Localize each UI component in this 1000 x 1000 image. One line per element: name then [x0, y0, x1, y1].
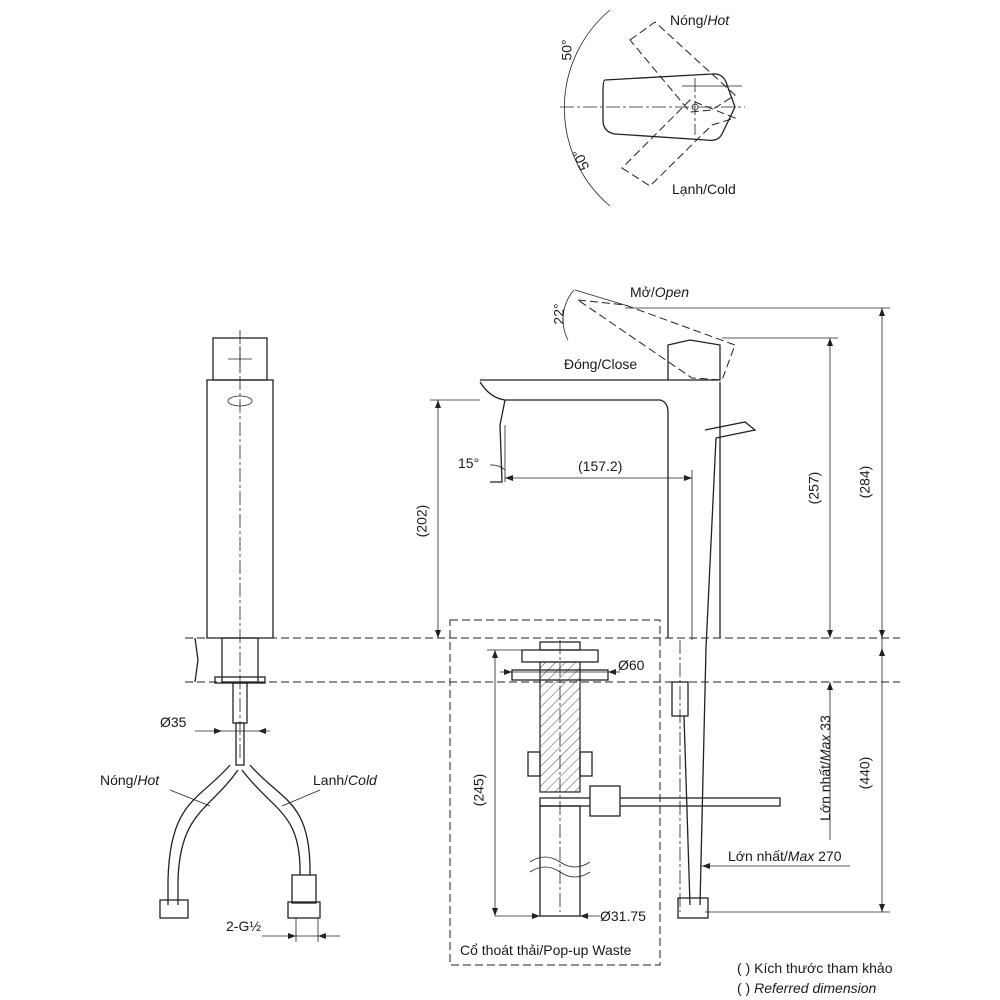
label-angle-hot: 50° [558, 39, 575, 61]
hose-hot-outer [167, 764, 231, 905]
dim-total-height: (284) [856, 465, 873, 499]
legend-line-2: ( ) Referred dimension [737, 980, 876, 996]
legend-mark-2: ( ) [737, 980, 751, 996]
legend-mark-1: ( ) [737, 960, 751, 976]
hose-cold-outer [249, 764, 311, 890]
legend-text-2: Referred dimension [754, 980, 877, 996]
top-center-mark [691, 103, 699, 111]
side-spout-top [479, 381, 669, 638]
waste-dashed-box [449, 619, 661, 966]
popup-waste-drawing [449, 619, 781, 966]
hose-hot-nut [159, 899, 189, 919]
dim-lever-height: (257) [805, 471, 822, 505]
side-hose-nut [677, 897, 709, 919]
handle-top-cold-position [621, 99, 737, 187]
side-view-faucet [430, 289, 890, 919]
handle-top-solid [602, 73, 736, 142]
label-angle-spout: 15° [458, 455, 480, 471]
handle-top-hot-position [629, 21, 736, 113]
legend-text-1: Kích thước tham khảo [754, 960, 893, 976]
label-popup-waste: Cổ thoát thải/Pop-up Waste [460, 942, 632, 958]
top-view-handle-rotation [560, 9, 745, 207]
dim-spout-height: (202) [413, 504, 430, 538]
dim-max-thickness: Lớn nhất/Max 33 [816, 715, 833, 821]
waste-body [539, 661, 581, 793]
popup-rod [699, 421, 757, 906]
dim-max-reach: Lớn nhất/Max 270 [728, 848, 842, 864]
dim-shank: Ø35 [160, 714, 187, 730]
label-angle-open: 22° [550, 303, 567, 325]
side-handle-open [577, 299, 736, 381]
front-view-faucet [159, 330, 900, 942]
hose-cold-fitting [291, 874, 317, 904]
dim-hose-thread: 2-G½ [226, 918, 262, 934]
front-shank [221, 637, 259, 683]
dim-waste-pipe: Ø31.75 [600, 908, 646, 924]
rotation-arc [563, 9, 611, 207]
label-open: Mở/Open [630, 284, 689, 300]
dim-reach: (157.2) [578, 458, 623, 474]
hose-cold-nut [287, 901, 321, 919]
hose-hot-inner [177, 769, 239, 905]
label-hot-rotation: Nóng/Hot [670, 12, 730, 28]
waste-horizontal-rod [539, 797, 781, 807]
label-hose-cold: Lanh/Cold [313, 772, 377, 788]
label-close: Đóng/Close [564, 356, 638, 372]
side-spout-tip [490, 399, 506, 483]
label-cold-rotation: Lạnh/Cold [672, 181, 736, 197]
label-hose-hot: Nóng/Hot [100, 772, 160, 788]
dim-waste-length: (245) [470, 773, 487, 807]
legend-line-1: ( ) Kích thước tham khảo [737, 960, 893, 976]
dim-below-deck: (440) [856, 756, 873, 790]
side-handle-closed [480, 339, 721, 381]
dim-waste-flange: Ø60 [618, 657, 645, 673]
hose-cold-inner [241, 769, 301, 890]
